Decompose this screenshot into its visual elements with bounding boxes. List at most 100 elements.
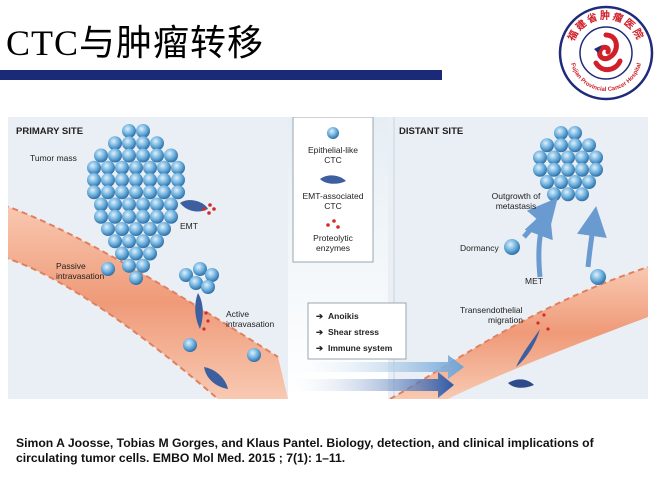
metastasis-cell (533, 162, 547, 177)
tumor-cell (171, 160, 185, 175)
tumor-cell (136, 258, 150, 273)
tumor-cell (143, 160, 157, 175)
legend-epithelial-2: CTC (324, 155, 341, 165)
tumor-cell (136, 136, 150, 151)
tumor-cell (115, 160, 129, 175)
tumor-cell (157, 185, 171, 200)
tumor-cell (101, 160, 115, 175)
tumor-cell (129, 185, 143, 200)
svg-text:➔: ➔ (316, 311, 324, 321)
tumor-cell (108, 136, 122, 151)
metastasis-cell (547, 162, 561, 177)
active-label-2: intravasation (226, 319, 274, 329)
tumor-cell (143, 185, 157, 200)
svg-text:➔: ➔ (316, 327, 324, 337)
blood-flow-arrow-dark (283, 372, 454, 398)
metastasis-cell (575, 187, 589, 202)
metastasis-cell (582, 175, 596, 189)
tumor-cell (157, 160, 171, 175)
metastasis-cell (568, 138, 582, 153)
tumor-cell (171, 185, 185, 200)
tumor-cell (150, 209, 164, 224)
tumor-cell (164, 148, 178, 163)
title-underline-bar (0, 70, 442, 80)
legend-emt-2: CTC (324, 201, 341, 211)
tumor-cell (171, 173, 185, 187)
tumor-cell (122, 209, 136, 224)
tumor-cell (136, 234, 150, 249)
tumor-mass-cluster (87, 124, 185, 285)
tumor-cell (150, 234, 164, 249)
metastasis-cluster (533, 126, 603, 202)
tumor-cell (157, 222, 171, 236)
metastasis-cell (575, 162, 589, 177)
metastasis-cell (554, 175, 568, 189)
logo-mark-icon (593, 32, 623, 72)
svg-text:➔: ➔ (316, 343, 324, 353)
tumor-cell (129, 173, 143, 187)
metastasis-cell (561, 162, 575, 177)
met-arrow (524, 206, 553, 278)
metastasis-cell (547, 150, 561, 165)
barrier-shear-stress: Shear stress (328, 327, 379, 337)
blood-flow-arrow-light (288, 355, 464, 379)
metastasis-cell (554, 138, 568, 153)
metastasis-cell (575, 150, 589, 165)
tumor-cell (136, 124, 150, 138)
barriers-box (307, 302, 407, 360)
tumor-cell (122, 148, 136, 163)
tumor-cell (150, 148, 164, 163)
distant-site-label: DISTANT SITE (399, 126, 463, 137)
legend-emt-1: EMT-associated (303, 191, 364, 201)
met-label: MET (525, 276, 543, 286)
tumor-cell (122, 234, 136, 249)
tumor-cell (108, 209, 122, 224)
metastasis-cell (568, 126, 582, 140)
tumor-cell (150, 136, 164, 151)
primary-site-label: PRIMARY SITE (16, 126, 83, 137)
tumor-cell (122, 258, 136, 273)
legend-proteolytic-2: enzymes (316, 243, 350, 253)
slide-title: CTC与肿瘤转移 (6, 23, 265, 63)
tumor-cell (129, 246, 143, 261)
metastasis-cell (540, 175, 554, 189)
tumor-cell (129, 160, 143, 175)
tumor-cell (157, 173, 171, 187)
legend-proteolytic-1: Proteolytic (313, 233, 353, 243)
metastasis-cell (547, 187, 561, 202)
metastasis-cell (561, 187, 575, 202)
tumor-mass-label: Tumor mass (30, 153, 77, 163)
tumor-cell (94, 209, 108, 224)
barrier-immune-system: Immune system (328, 343, 393, 353)
legend-box (292, 117, 374, 263)
emt-label: EMT (180, 221, 198, 231)
hospital-logo: 福建省肿瘤医院 Fujian Provincial Cancer Hospita… (558, 5, 654, 101)
dormant-cell (504, 239, 520, 255)
tumor-cell (108, 197, 122, 212)
outgrowth-label-1: Outgrowth of (492, 191, 541, 201)
tumor-cell (164, 209, 178, 224)
tumor-cell (94, 197, 108, 212)
tumor-cell (150, 197, 164, 212)
tumor-cell (101, 173, 115, 187)
tumor-cell (122, 197, 136, 212)
tumor-cell (129, 271, 143, 285)
tumor-cell (115, 185, 129, 200)
tumor-cell (115, 246, 129, 261)
metastasis-cell (589, 150, 603, 165)
direct-growth-arrow (577, 206, 607, 268)
tumor-cell (115, 222, 129, 236)
tumor-cell (94, 148, 108, 163)
legend-epithelial-1: Epithelial-like (308, 145, 358, 155)
tumor-cell (143, 173, 157, 187)
tumor-cell (143, 222, 157, 236)
transendothelial-label-1: Transendothelial (460, 305, 523, 315)
passive-label-1: Passive (56, 261, 86, 271)
tumor-cell (129, 222, 143, 236)
tumor-cell (108, 148, 122, 163)
tumor-cell (136, 209, 150, 224)
metastasis-cell (589, 162, 603, 177)
tumor-cell (122, 136, 136, 151)
metastasis-cell (561, 150, 575, 165)
tumor-cell (87, 173, 101, 187)
